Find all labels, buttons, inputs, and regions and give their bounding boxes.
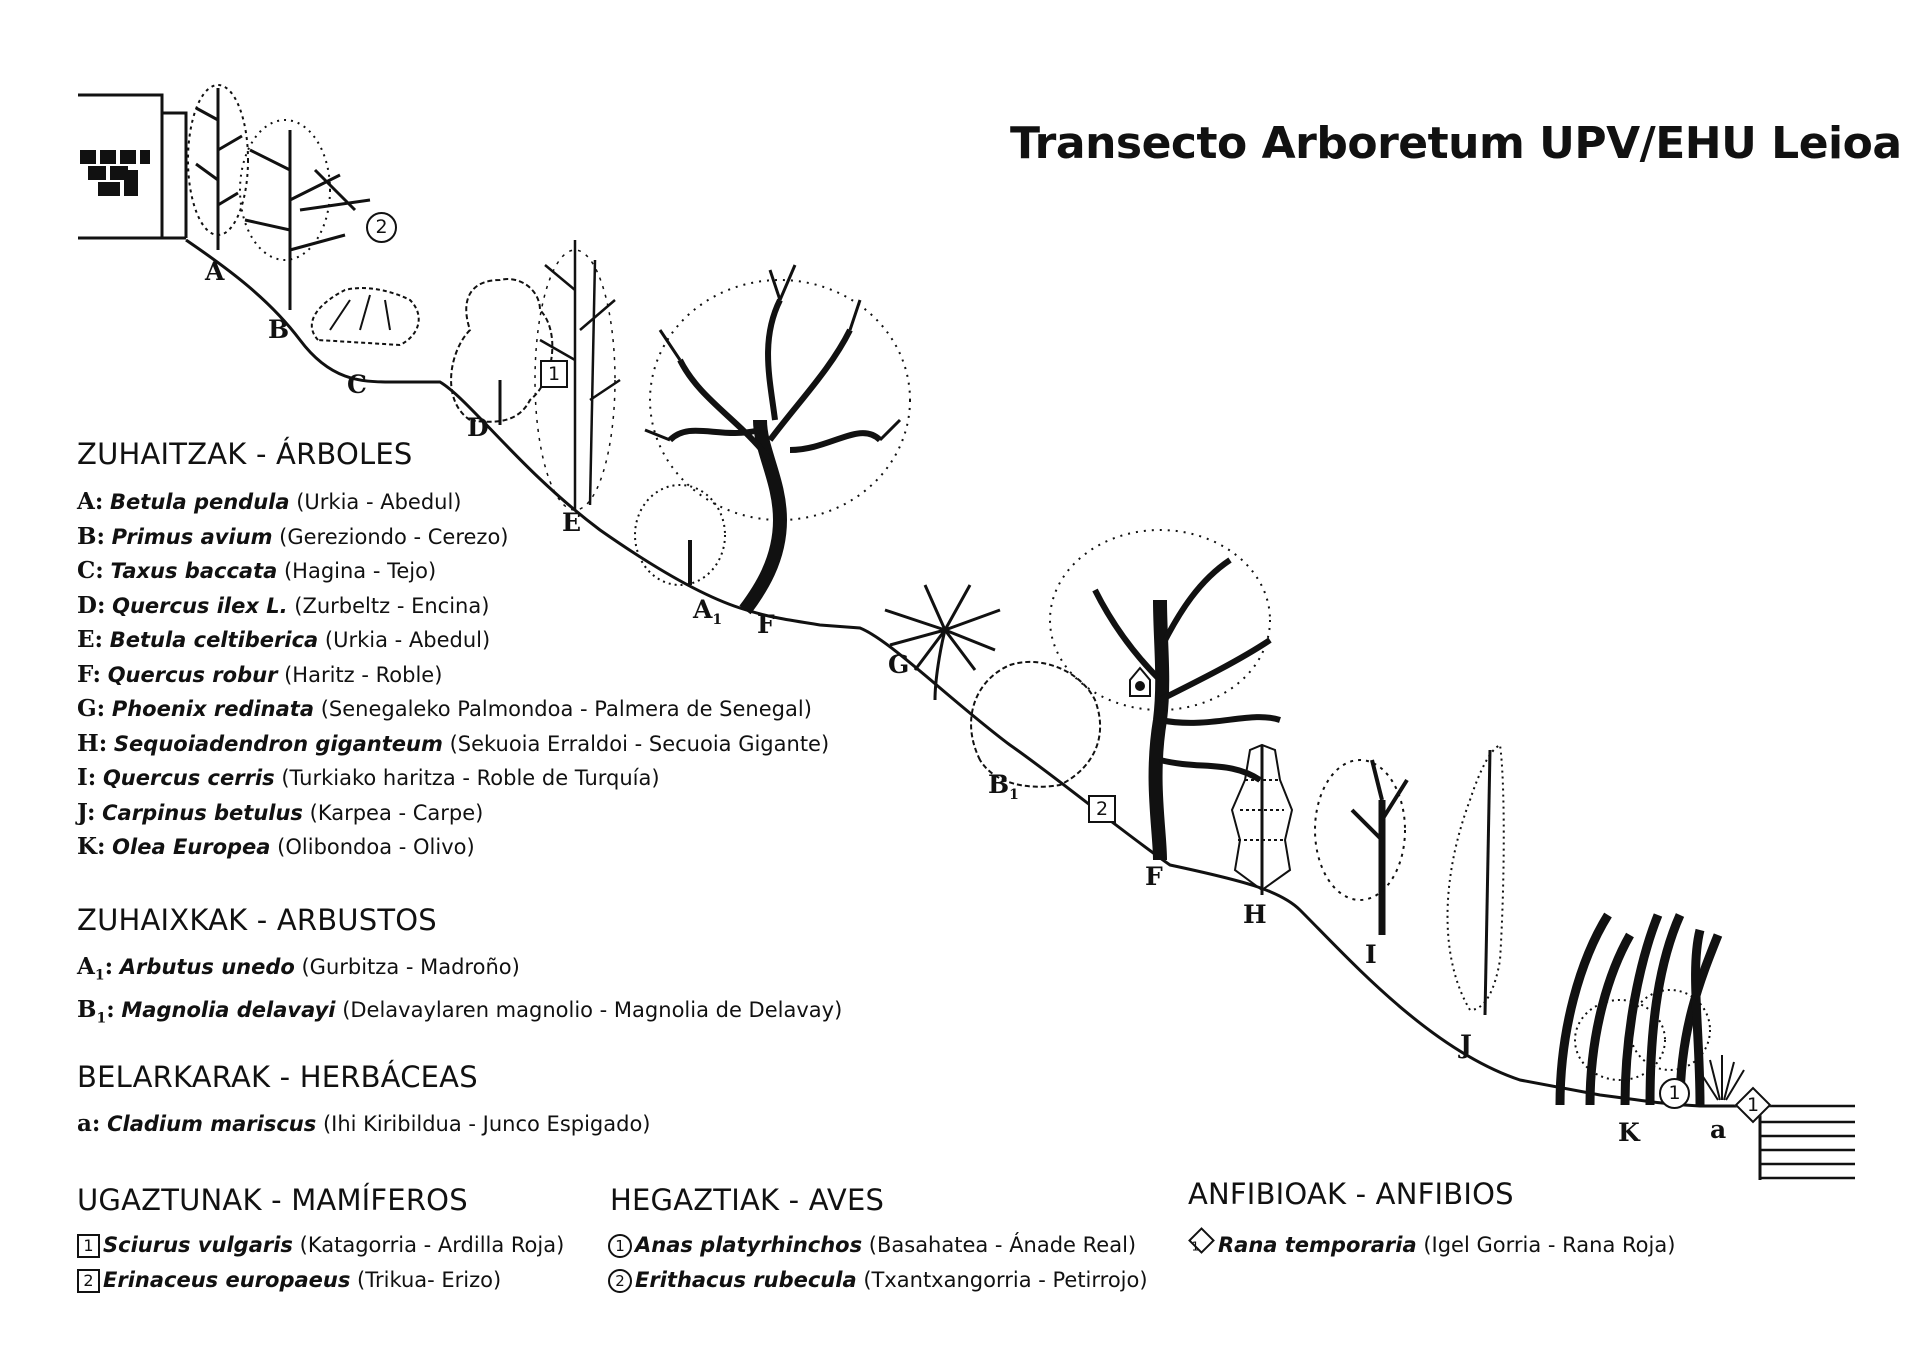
list-item: H: Sequoiadendron giganteum (Sekuoia Err…	[77, 727, 829, 762]
tree-i-turkey-oak	[1315, 760, 1407, 935]
list-item: K: Olea Europea (Olibondoa - Olivo)	[77, 830, 829, 865]
label-k: K	[1618, 1118, 1640, 1147]
tree-j-hornbeam	[1448, 745, 1504, 1015]
marker-mammal-2: 2	[1088, 795, 1116, 823]
label-j: J	[1460, 1030, 1472, 1059]
list-item: D: Quercus ilex L. (Zurbeltz - Encina)	[77, 589, 829, 624]
shrubs-list: A1: Arbutus unedo (Gurbitza - Madroño) B…	[77, 950, 842, 1036]
water-lines	[1760, 1106, 1855, 1178]
herb-a-sedge	[1700, 1055, 1744, 1100]
list-item: A1: Arbutus unedo (Gurbitza - Madroño)	[77, 950, 842, 993]
marker-bird-1: 1	[1659, 1078, 1690, 1109]
marker-bird-2: 2	[366, 212, 397, 243]
herbs-heading: BELARKARAK - HERBÁCEAS	[77, 1060, 478, 1094]
shrubs-heading: ZUHAIXKAK - ARBUSTOS	[77, 903, 437, 937]
label-f2: F	[1145, 862, 1163, 891]
list-item: B: Primus avium (Gereziondo - Cerezo)	[77, 520, 829, 555]
label-b1: B1	[988, 770, 1019, 803]
list-item: F: Quercus robur (Haritz - Roble)	[77, 658, 829, 693]
tree-k-olive-grove	[1560, 915, 1718, 1105]
list-item: E: Betula celtiberica (Urkia - Abedul)	[77, 623, 829, 658]
tree-g-palm	[885, 585, 1000, 700]
label-b: B	[268, 315, 289, 344]
marker-mammal-1: 1	[540, 360, 568, 388]
label-herb-a: a	[1710, 1115, 1726, 1144]
label-a: A	[205, 257, 224, 286]
trees-list: A: Betula pendula (Urkia - Abedul) B: Pr…	[77, 485, 829, 865]
trees-heading: ZUHAITZAK - ÁRBOLES	[77, 437, 413, 471]
shrub-b1-magnolia	[971, 662, 1100, 787]
label-h: H	[1243, 900, 1267, 929]
mammals-heading: UGAZTUNAK - MAMÍFEROS	[77, 1183, 468, 1217]
tree-c-yew	[312, 288, 419, 345]
label-d: D	[467, 413, 489, 442]
tree-a-birch	[188, 85, 248, 250]
list-item: I: Quercus cerris (Turkiako haritza - Ro…	[77, 761, 829, 796]
list-item: G: Phoenix redinata (Senegaleko Palmondo…	[77, 692, 829, 727]
label-g: G	[888, 650, 909, 679]
herbs-list: a: Cladium mariscus (Ihi Kiribildua - Ju…	[77, 1107, 651, 1142]
tree-b-cherry	[240, 120, 370, 310]
page-title: Transecto Arboretum UPV/EHU Leioa	[1010, 118, 1902, 169]
nest-box-icon	[1130, 668, 1150, 696]
list-item: B1: Magnolia delavayi (Delavaylaren magn…	[77, 993, 842, 1036]
tree-f2-oak	[1050, 530, 1280, 860]
list-item: a: Cladium mariscus (Ihi Kiribildua - Ju…	[77, 1107, 651, 1142]
birds-heading: HEGAZTIAK - AVES	[610, 1183, 884, 1217]
list-item: J: Carpinus betulus (Karpea - Carpe)	[77, 796, 829, 831]
upv-ehu-logo-icon	[80, 150, 150, 196]
label-c: C	[347, 370, 367, 399]
list-item: A: Betula pendula (Urkia - Abedul)	[77, 485, 829, 520]
label-i: I	[1365, 940, 1377, 969]
tree-h-sequoia	[1232, 745, 1292, 895]
list-item: C: Taxus baccata (Hagina - Tejo)	[77, 554, 829, 589]
amphibians-heading: ANFIBIOAK - ANFIBIOS	[1188, 1177, 1514, 1211]
